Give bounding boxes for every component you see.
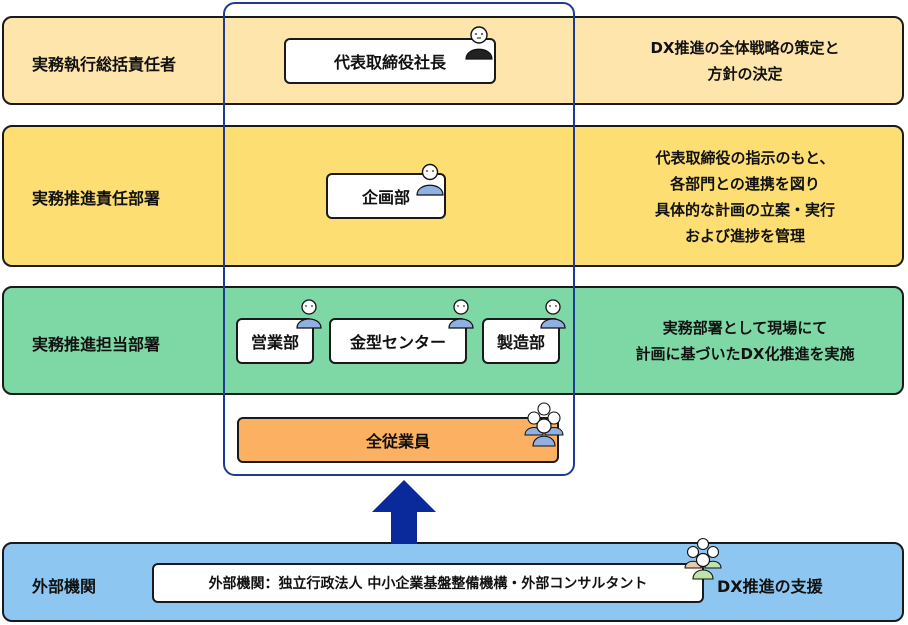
executive-band-description: DX推進の全体戦略の策定と 方針の決定 — [589, 35, 901, 87]
employees-group-icon — [524, 402, 564, 447]
planning-box: 企画部 — [326, 173, 446, 219]
executive-band-label: 実務執行総括責任者 — [32, 55, 177, 74]
promotion-band: 実務推進責任部署 代表取締役の指示のもと、 各部門との連携を図り 具体的な計画の… — [2, 125, 904, 267]
promotion-desc-line: 具体的な計画の立案・実行 — [654, 201, 835, 219]
promotion-band-description: 代表取締役の指示のもと、 各部門との連携を図り 具体的な計画の立案・実行 および… — [589, 145, 901, 249]
promotion-desc-line: および進捗を管理 — [684, 227, 805, 245]
mold-center-box: 金型センター — [329, 318, 467, 364]
executive-desc-line: 方針の決定 — [707, 65, 783, 83]
executive-desc-line: DX推進の全体戦略の策定と — [650, 39, 840, 57]
mold-center-person-icon — [448, 299, 474, 329]
charge-band-description: 実務部署として現場にて 計画に基づいたDX化推進を実施 — [589, 315, 901, 367]
support-up-arrow — [372, 480, 436, 544]
charge-desc-line: 実務部署として現場にて — [662, 319, 828, 337]
ceo-box: 代表取締役社長 — [284, 38, 496, 84]
all-employees-box: 全従業員 — [237, 417, 559, 463]
external-orgs-box: 外部機関：独立行政法人 中小企業基盤整備機構・外部コンサルタント — [152, 563, 704, 603]
external-group-icon — [684, 537, 722, 580]
promotion-band-label: 実務推進責任部署 — [32, 189, 161, 208]
executive-person-icon — [465, 26, 493, 60]
sales-person-icon — [296, 299, 322, 329]
external-band-description: DX推進の支援 — [717, 577, 823, 596]
manufacturing-box: 製造部 — [482, 318, 560, 364]
promotion-desc-line: 各部門との連携を図り — [670, 175, 820, 193]
charge-desc-line: 計画に基づいたDX化推進を実施 — [635, 345, 855, 363]
promotion-desc-line: 代表取締役の指示のもと、 — [655, 149, 835, 167]
charge-band-label: 実務推進担当部署 — [32, 335, 161, 354]
manufacturing-person-icon — [540, 299, 566, 329]
planning-person-icon — [416, 163, 444, 196]
executive-band: 実務執行総括責任者 DX推進の全体戦略の策定と 方針の決定 — [2, 16, 904, 105]
organization-frame — [223, 2, 575, 476]
external-band-label: 外部機関 — [32, 577, 97, 596]
